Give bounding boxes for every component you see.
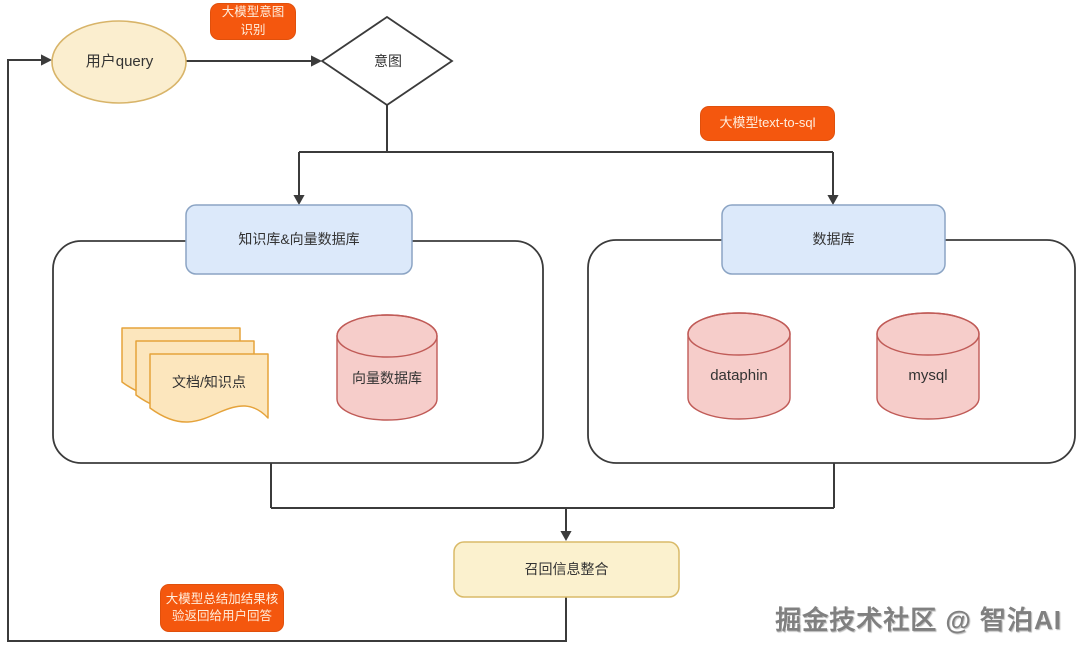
document-page-front — [149, 353, 269, 423]
dataphin-cylinder-rim — [687, 312, 791, 356]
vector-db-cylinder-rim — [336, 314, 438, 358]
badge-summary-line1: 大模型总结加结果核 — [165, 591, 279, 606]
arrowhead-into-intent — [311, 55, 322, 67]
mysql-cylinder — [876, 312, 980, 420]
arrowhead-into-recall — [560, 531, 572, 541]
vector-db-cylinder — [336, 314, 438, 421]
badge-summary-verification: 大模型总结加结果核 验返回给用户回答 — [160, 584, 284, 632]
arrowhead-into-kb-box — [293, 195, 305, 205]
arrowhead-into-user-query — [41, 54, 52, 66]
recall-box — [453, 541, 680, 598]
intent-diamond — [320, 15, 454, 107]
badge-text-to-sql-label: 大模型text-to-sql — [719, 115, 816, 131]
db-header-box — [721, 204, 946, 275]
badge-intent-recognition-line2: 识别 — [240, 22, 266, 37]
mysql-cylinder-rim — [876, 312, 980, 356]
badge-text-to-sql: 大模型text-to-sql — [700, 106, 835, 141]
badge-intent-recognition: 大模型意图 识别 — [210, 3, 296, 40]
kb-header-box — [185, 204, 413, 275]
user-query-ellipse — [51, 20, 187, 104]
dataphin-cylinder — [687, 312, 791, 420]
badge-intent-recognition-line1: 大模型意图 — [221, 5, 285, 19]
documents-stack-icon — [121, 327, 269, 423]
connector-intent-branches — [298, 105, 834, 196]
arrowhead-into-db-box — [827, 195, 839, 205]
connector-feedback-loop — [7, 59, 567, 642]
badge-summary-line2: 验返回给用户回答 — [171, 609, 272, 623]
connector-collect-to-recall — [270, 463, 835, 532]
